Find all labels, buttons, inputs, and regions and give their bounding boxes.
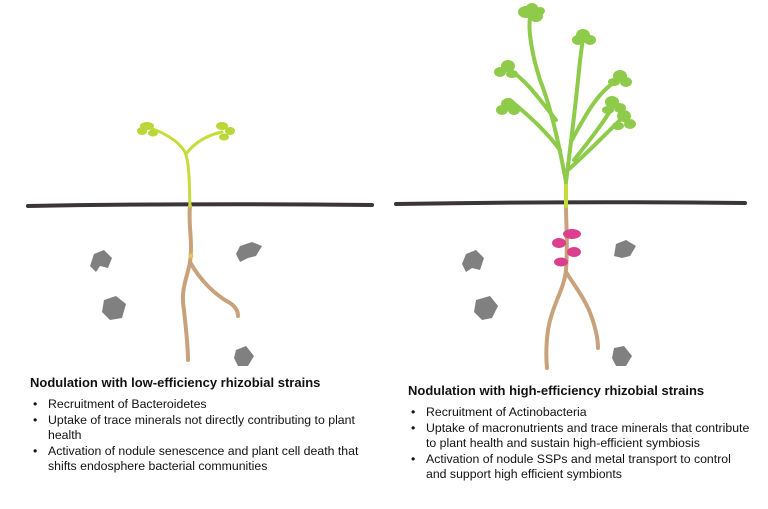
low-efficiency-root — [180, 204, 240, 362]
stones-left — [90, 242, 262, 366]
high-efficiency-bullets: •Recruitment of Actinobacteria •Uptake o… — [408, 405, 753, 482]
high-efficiency-plant — [494, 3, 636, 370]
high-efficiency-caption: Nodulation with high-efficiency rhizobia… — [408, 383, 753, 483]
list-item: •Activation of nodule SSPs and metal tra… — [411, 452, 731, 481]
list-item: •Uptake of trace minerals not directly c… — [33, 413, 355, 442]
soil-surface-left — [26, 202, 374, 208]
stones-right — [462, 240, 636, 366]
list-item: •Recruitment of Actinobacteria — [411, 405, 587, 419]
list-item: •Activation of nodule senescence and pla… — [33, 444, 359, 473]
high-efficiency-title: Nodulation with high-efficiency rhizobia… — [408, 383, 705, 398]
low-efficiency-plant — [137, 122, 240, 362]
nodules — [552, 229, 581, 267]
low-efficiency-bullets: •Recruitment of Bacteroidetes •Uptake of… — [30, 397, 390, 474]
low-efficiency-leaves — [137, 122, 235, 141]
low-efficiency-caption: Nodulation with low-efficiency rhizobial… — [30, 375, 390, 475]
list-item: •Recruitment of Bacteroidetes — [33, 397, 207, 411]
high-efficiency-stems — [508, 16, 622, 184]
soil-surface-right — [394, 200, 747, 206]
low-efficiency-title: Nodulation with low-efficiency rhizobial… — [30, 375, 321, 390]
low-efficiency-stem — [148, 126, 192, 208]
list-item: •Uptake of macronutrients and trace mine… — [411, 421, 750, 450]
high-efficiency-leaves — [494, 3, 636, 130]
